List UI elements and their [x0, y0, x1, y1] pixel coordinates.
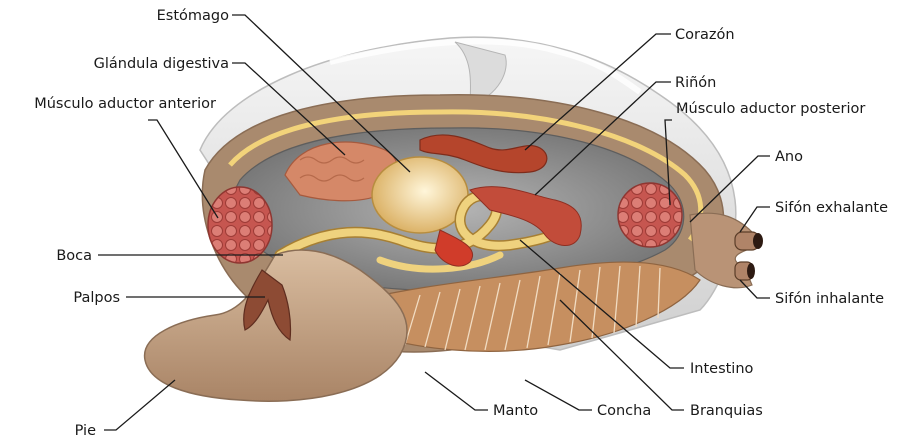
label-musculo-aductor-posterior: Músculo aductor posterior: [676, 101, 865, 117]
label-rinon: Riñón: [675, 75, 716, 91]
posterior-adductor-muscle: [618, 183, 682, 247]
label-sifon-inhalante: Sifón inhalante: [775, 291, 884, 307]
label-intestino: Intestino: [690, 361, 754, 377]
label-branquias: Branquias: [690, 403, 763, 419]
label-concha: Concha: [597, 403, 651, 419]
label-estomago: Estómago: [157, 8, 229, 24]
label-palpos: Palpos: [73, 290, 120, 306]
label-ano: Ano: [775, 149, 803, 165]
label-manto: Manto: [493, 403, 538, 419]
label-boca: Boca: [56, 248, 92, 264]
label-pie: Pie: [75, 423, 96, 437]
label-sifon-exhalante: Sifón exhalante: [775, 200, 888, 216]
stomach: [372, 157, 468, 233]
label-glandula-digestiva: Glándula digestiva: [94, 56, 229, 72]
label-corazon: Corazón: [675, 27, 735, 43]
label-musculo-aductor-anterior: Músculo aductor anterior: [34, 96, 216, 112]
anterior-adductor-muscle: [208, 187, 272, 263]
